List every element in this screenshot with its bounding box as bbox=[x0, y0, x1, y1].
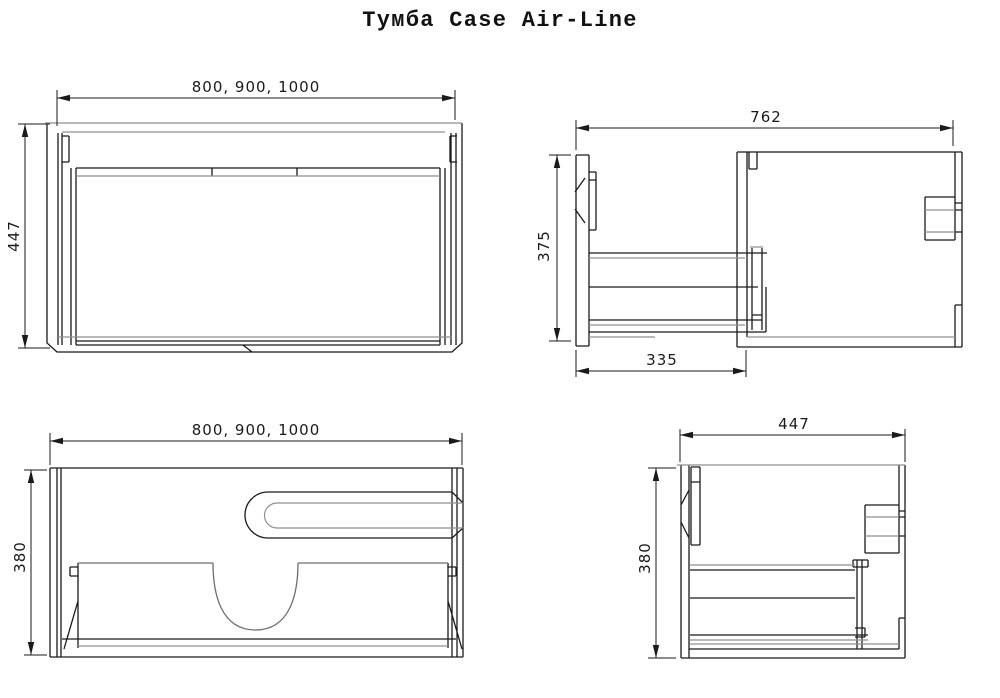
front-view-linework-secondary bbox=[45, 122, 462, 338]
side-closed-depth-label: 447 bbox=[778, 415, 810, 433]
plan-linework-secondary bbox=[78, 502, 463, 647]
plan-width-label: 800, 900, 1000 bbox=[192, 421, 321, 439]
dimension-lines bbox=[575, 120, 954, 150]
front-height-label: 447 bbox=[5, 220, 23, 252]
dimension-lines bbox=[56, 90, 456, 126]
side-view-closed: 447 380 bbox=[636, 415, 906, 659]
dimension-arrow bbox=[442, 94, 455, 102]
side-open-extension-label: 335 bbox=[646, 351, 678, 369]
dimension-arrow bbox=[652, 468, 660, 481]
dimension-lines bbox=[49, 433, 463, 465]
side-open-depth-dimension: 762 bbox=[575, 108, 954, 150]
dimension-arrow bbox=[27, 470, 35, 483]
side-view-drawer-open: 762 375 335 bbox=[535, 108, 963, 377]
dimension-arrow bbox=[57, 94, 70, 102]
dimension-lines bbox=[575, 350, 747, 377]
dimension-arrow bbox=[652, 645, 660, 658]
dimension-arrow bbox=[892, 431, 905, 439]
plan-width-dimension: 800, 900, 1000 bbox=[49, 421, 463, 465]
front-height-dimension: 447 bbox=[5, 123, 50, 349]
side-closed-linework bbox=[680, 465, 906, 659]
dimension-arrow bbox=[940, 124, 953, 132]
side-open-height-label: 375 bbox=[535, 230, 553, 262]
side-open-height-dimension: 375 bbox=[535, 154, 571, 342]
dimension-lines bbox=[679, 429, 906, 462]
drawing-title: Тумба Case Air-Line bbox=[362, 8, 638, 33]
dimension-arrow bbox=[21, 124, 29, 137]
dimension-arrow bbox=[50, 437, 63, 445]
plan-view: 800, 900, 1000 380 bbox=[11, 421, 464, 658]
plan-depth-label: 380 bbox=[11, 541, 29, 573]
dimension-arrow bbox=[680, 431, 693, 439]
dimension-arrow bbox=[576, 124, 589, 132]
side-closed-height-label: 380 bbox=[636, 542, 654, 574]
side-open-linework bbox=[574, 151, 963, 348]
side-open-depth-label: 762 bbox=[750, 108, 782, 126]
dimension-arrow bbox=[733, 367, 746, 375]
plan-drawer-outline bbox=[78, 562, 448, 631]
side-closed-linework-secondary bbox=[677, 464, 905, 645]
front-width-dimension: 800, 900, 1000 bbox=[56, 78, 456, 126]
dimension-lines bbox=[549, 154, 571, 342]
front-width-label: 800, 900, 1000 bbox=[192, 78, 321, 96]
dimension-lines bbox=[18, 123, 50, 349]
dimension-arrow bbox=[553, 328, 561, 341]
dimension-lines bbox=[24, 469, 47, 656]
dimension-arrow bbox=[27, 642, 35, 655]
dimension-arrow bbox=[449, 437, 462, 445]
dimension-arrow bbox=[553, 155, 561, 168]
plan-depth-dimension: 380 bbox=[11, 469, 47, 656]
plan-linework bbox=[49, 467, 464, 658]
side-open-linework-secondary bbox=[589, 209, 955, 338]
dimension-arrow bbox=[21, 335, 29, 348]
dimension-arrow bbox=[576, 367, 589, 375]
side-closed-height-dimension: 380 bbox=[636, 467, 676, 659]
front-view: 800, 900, 1000 447 bbox=[5, 78, 463, 353]
side-closed-depth-dimension: 447 bbox=[679, 415, 906, 462]
dimension-lines bbox=[648, 467, 676, 659]
side-open-extension-dimension: 335 bbox=[575, 350, 747, 377]
front-view-linework bbox=[46, 123, 463, 353]
